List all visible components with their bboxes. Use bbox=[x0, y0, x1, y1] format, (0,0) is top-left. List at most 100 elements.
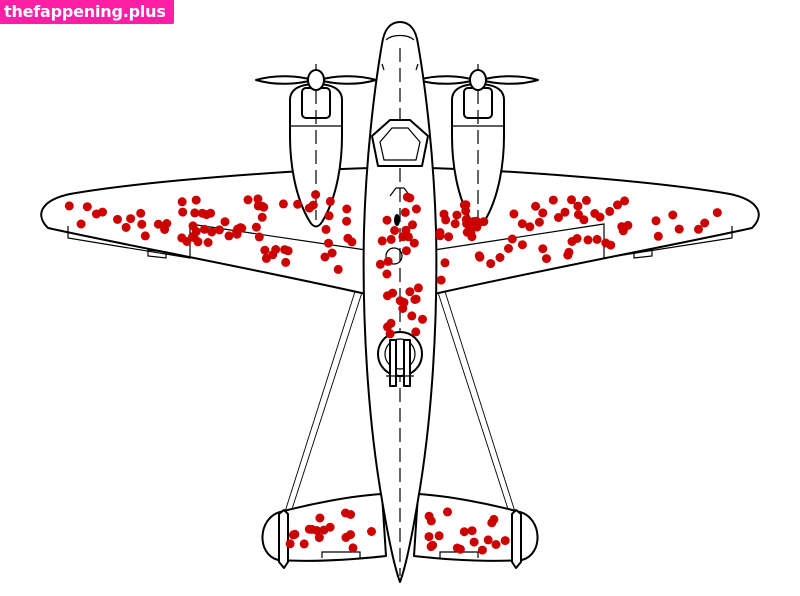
bullet-hit-right-wing bbox=[486, 259, 496, 269]
bullet-hit-right-wing bbox=[590, 209, 600, 218]
bullet-hit-left-wing bbox=[342, 204, 352, 214]
bullet-hit-left-wing bbox=[333, 264, 343, 274]
bullet-hit-right-wing bbox=[573, 201, 583, 211]
bullet-hit-left-wing bbox=[137, 219, 147, 229]
bullet-hit-right-wing bbox=[452, 210, 462, 220]
bullet-hit-fuselage bbox=[401, 246, 411, 256]
bullet-hit-right-tailplane bbox=[469, 537, 479, 547]
bullet-hit-fuselage bbox=[411, 204, 421, 214]
bullet-hit-left-wing bbox=[178, 207, 188, 217]
bullet-hit-left-wing bbox=[324, 211, 334, 221]
bullet-hit-fuselage bbox=[398, 304, 408, 313]
bullet-hit-left-wing bbox=[98, 207, 107, 217]
bullet-hit-right-tailplane bbox=[443, 507, 452, 517]
bullet-hit-left-wing bbox=[202, 210, 211, 220]
bullet-hit-right-wing bbox=[517, 240, 527, 250]
bullet-hit-left-wing bbox=[76, 219, 86, 229]
bullet-hit-right-wing bbox=[694, 224, 703, 234]
bullet-hit-right-wing bbox=[567, 237, 577, 246]
bullet-hit-right-wing bbox=[459, 200, 469, 210]
bullet-hit-left-tailplane bbox=[319, 525, 329, 535]
bullet-hit-right-wing bbox=[560, 207, 570, 217]
bullet-hit-fuselage bbox=[388, 288, 398, 298]
bullet-hit-left-wing bbox=[207, 227, 217, 237]
bullet-hit-left-wing bbox=[236, 223, 246, 233]
bullet-hit-left-tailplane bbox=[367, 527, 376, 536]
bullet-hit-right-wing bbox=[653, 231, 663, 241]
bullet-hit-right-wing bbox=[534, 217, 544, 227]
bullet-hit-left-wing bbox=[251, 222, 261, 232]
bullet-hit-right-wing bbox=[554, 213, 563, 222]
bullet-hit-left-wing bbox=[193, 237, 203, 247]
bullet-hit-left-tailplane bbox=[341, 532, 351, 542]
bullet-hit-right-wing bbox=[605, 206, 615, 216]
bullet-hit-right-wing bbox=[674, 224, 684, 234]
bullet-hit-left-wing bbox=[257, 212, 267, 222]
bullet-hit-right-wing bbox=[651, 216, 661, 226]
right-propeller bbox=[417, 64, 539, 91]
bullet-hit-fuselage bbox=[382, 215, 392, 225]
bullet-hit-left-wing bbox=[278, 199, 288, 209]
bullet-hit-left-wing bbox=[113, 214, 122, 224]
bullet-hit-right-tailplane bbox=[483, 535, 493, 545]
bullet-hit-right-wing bbox=[620, 196, 630, 206]
bullet-hit-right-wing bbox=[517, 219, 527, 229]
bullet-hit-fuselage bbox=[385, 329, 395, 339]
bullet-hit-fuselage bbox=[405, 193, 415, 203]
bullet-hit-right-wing bbox=[538, 244, 548, 254]
bullet-hit-fuselage bbox=[382, 269, 392, 279]
bullet-hit-left-wing bbox=[259, 202, 269, 212]
cockpit-canopy bbox=[371, 119, 429, 167]
bullet-hit-fuselage bbox=[375, 259, 385, 269]
bullet-hit-right-tailplane bbox=[467, 526, 477, 536]
bullet-hit-right-wing bbox=[548, 195, 558, 205]
bullet-hit-right-wing bbox=[439, 209, 449, 219]
bullet-hit-fuselage bbox=[383, 256, 393, 266]
bullet-hit-left-wing bbox=[203, 238, 213, 247]
bullet-hit-left-wing bbox=[280, 245, 290, 255]
bullet-hit-left-wing bbox=[190, 208, 200, 218]
bullet-hit-right-wing bbox=[712, 208, 722, 218]
bullet-hit-right-wing bbox=[435, 228, 445, 237]
bullet-hit-left-wing bbox=[271, 245, 281, 254]
bullet-hit-right-wing bbox=[668, 210, 678, 220]
bullet-hit-right-wing bbox=[509, 209, 519, 219]
bullet-hit-left-wing bbox=[121, 222, 131, 232]
bullet-hit-right-wing bbox=[525, 222, 535, 232]
bullet-hit-left-wing bbox=[220, 217, 230, 227]
bullet-hit-right-wing bbox=[606, 240, 616, 250]
bullet-hit-right-wing bbox=[563, 250, 573, 260]
left-propeller bbox=[255, 64, 377, 91]
bullet-hit-right-wing bbox=[507, 234, 517, 244]
bullet-hit-fuselage bbox=[407, 311, 417, 321]
bullet-hit-left-tailplane bbox=[348, 543, 358, 553]
tail-fins bbox=[278, 509, 522, 569]
bullet-hit-left-wing bbox=[64, 201, 74, 211]
fuselage-hatch bbox=[394, 214, 400, 226]
bullet-hit-right-tailplane bbox=[428, 540, 438, 550]
bullet-hit-right-tailplane bbox=[434, 531, 444, 541]
bullet-hit-left-wing bbox=[343, 233, 353, 243]
bullet-hit-right-wing bbox=[574, 210, 583, 220]
bullet-hit-left-wing bbox=[325, 196, 335, 206]
bullet-hit-right-tailplane bbox=[477, 545, 487, 555]
bullet-hit-left-wing bbox=[136, 208, 146, 218]
bullet-hit-left-wing bbox=[253, 194, 263, 204]
bullet-hit-right-wing bbox=[450, 219, 460, 229]
bullet-hit-left-wing bbox=[324, 238, 333, 248]
bullet-hit-fuselage bbox=[377, 236, 387, 246]
bullet-hit-left-wing bbox=[254, 232, 264, 242]
bullet-hit-right-wing bbox=[538, 208, 548, 218]
bullet-hit-fuselage bbox=[411, 294, 421, 304]
bullet-hit-right-wing bbox=[495, 253, 505, 262]
bullet-hit-right-wing bbox=[567, 195, 576, 205]
bullet-hit-left-wing bbox=[188, 221, 198, 231]
bullet-hit-right-wing bbox=[469, 217, 479, 226]
bullet-hit-left-wing bbox=[293, 199, 303, 209]
watermark-logo: thefappening.plus bbox=[0, 0, 174, 24]
bullet-hit-left-wing bbox=[160, 225, 170, 234]
bullet-hit-left-tailplane bbox=[315, 513, 325, 523]
bullet-hit-right-wing bbox=[436, 275, 446, 285]
